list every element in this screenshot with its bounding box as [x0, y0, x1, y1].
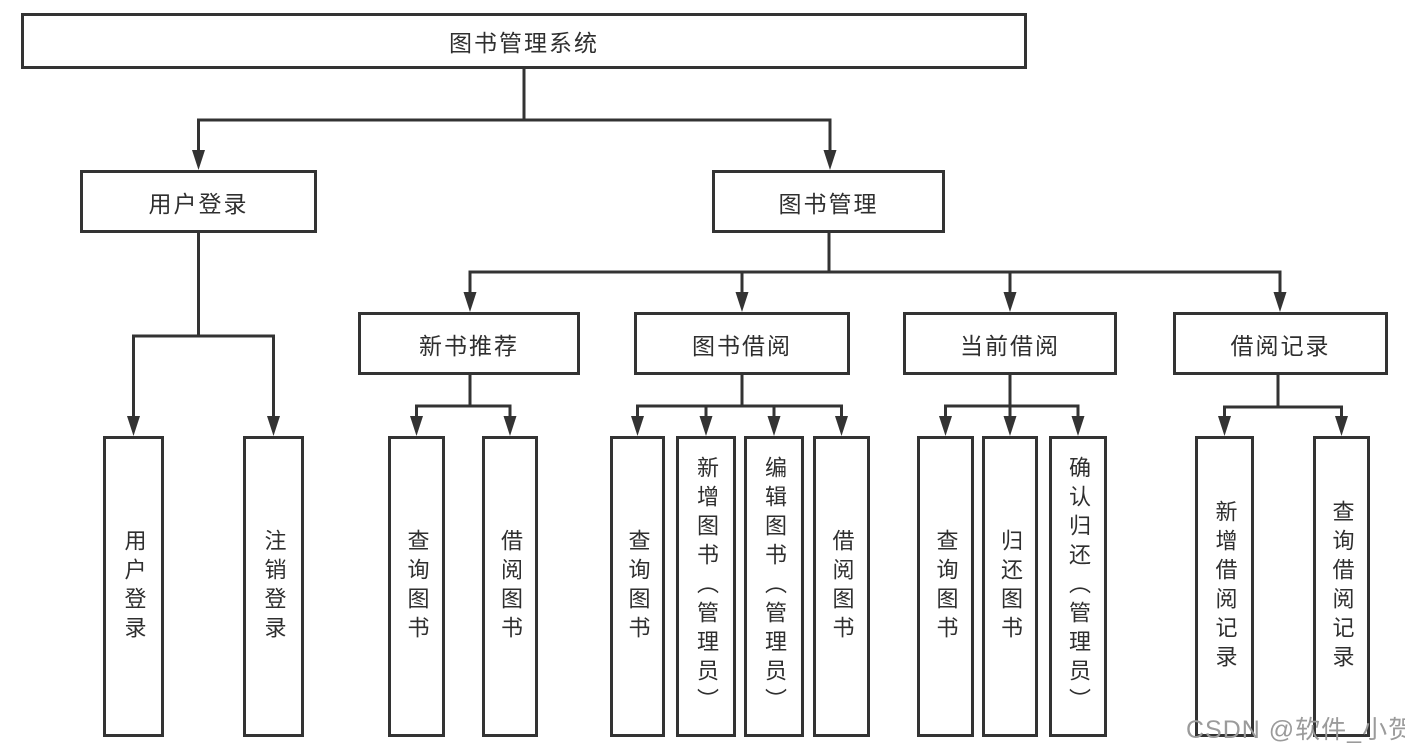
leaf-edit-book-admin: 编辑图书（管理员） — [744, 436, 804, 737]
leaf-edit-book-admin-label: 编辑图书（管理员） — [762, 456, 787, 717]
node-library-system: 图书管理系统 — [21, 13, 1027, 69]
node-new-book-recommend: 新书推荐 — [358, 312, 580, 375]
arrow-leaf-query-books-3 — [939, 416, 952, 436]
arrow-leaf-query-books-2 — [631, 416, 644, 436]
branch-level3 — [468, 270, 1282, 294]
branch-borrow-records — [1223, 405, 1343, 418]
csdn-watermark: CSDN @软件_小贺同学 — [1186, 716, 1405, 744]
branch-new-book — [415, 404, 512, 418]
node-book-management: 图书管理 — [712, 170, 945, 233]
leaf-user-login-label: 用户登录 — [121, 528, 147, 645]
leaf-add-book-admin-label: 新增图书（管理员） — [694, 456, 719, 717]
branch-user-login — [132, 334, 275, 418]
arrow-leaf-user-login — [127, 416, 140, 436]
node-borrow-records: 借阅记录 — [1173, 312, 1388, 375]
arrow-leaf-edit-book — [767, 416, 781, 436]
leaf-add-borrow-record: 新增借阅记录 — [1195, 436, 1254, 737]
node-user-login: 用户登录 — [80, 170, 317, 233]
arrow-leaf-borrow-books-2 — [835, 416, 848, 436]
arrow-book-management — [823, 150, 837, 170]
leaf-add-borrow-record-label: 新增借阅记录 — [1212, 499, 1238, 674]
branch-book-borrow — [636, 404, 843, 418]
leaf-query-books-2-label: 查询图书 — [625, 528, 651, 645]
arrowheads — [127, 150, 1348, 436]
arrow-user-login — [192, 150, 205, 170]
leaf-borrow-books-1: 借阅图书 — [482, 436, 538, 737]
arrow-book-borrow — [735, 292, 749, 312]
leaf-borrow-books-2: 借阅图书 — [813, 436, 870, 737]
branch-level2 — [197, 118, 832, 152]
leaf-query-books-1-label: 查询图书 — [404, 528, 430, 645]
leaf-query-borrow-record-label: 查询借阅记录 — [1329, 499, 1355, 674]
arrow-borrow-records — [1273, 292, 1287, 312]
node-book-borrow: 图书借阅 — [634, 312, 850, 375]
leaf-query-books-3: 查询图书 — [917, 436, 974, 737]
arrow-leaf-logout — [267, 416, 280, 436]
arrow-leaf-add-record — [1218, 416, 1231, 436]
leaf-confirm-return-admin: 确认归还（管理员） — [1049, 436, 1107, 737]
leaf-query-books-1: 查询图书 — [388, 436, 445, 737]
branch-current-borrow — [944, 404, 1080, 418]
arrow-leaf-confirm-return — [1071, 416, 1085, 436]
leaf-confirm-return-admin-label: 确认归还（管理员） — [1066, 456, 1091, 717]
arrow-leaf-query-record — [1335, 416, 1348, 436]
leaf-logout: 注销登录 — [243, 436, 304, 737]
leaf-add-book-admin: 新增图书（管理员） — [676, 436, 736, 737]
leaf-query-borrow-record: 查询借阅记录 — [1313, 436, 1370, 737]
node-current-borrow: 当前借阅 — [903, 312, 1117, 375]
arrow-leaf-query-books-1 — [410, 416, 423, 436]
leaf-return-book: 归还图书 — [982, 436, 1038, 737]
leaf-logout-label: 注销登录 — [261, 528, 287, 645]
leaf-borrow-books-2-label: 借阅图书 — [829, 528, 855, 645]
leaf-query-books-3-label: 查询图书 — [933, 528, 959, 645]
leaf-return-book-label: 归还图书 — [998, 528, 1023, 645]
arrow-current-borrow — [1003, 292, 1017, 312]
arrow-new-book — [463, 292, 477, 312]
arrow-leaf-return-book — [1003, 416, 1017, 436]
arrow-leaf-add-book — [699, 416, 713, 436]
leaf-query-books-2: 查询图书 — [610, 436, 665, 737]
leaf-user-login: 用户登录 — [103, 436, 164, 737]
leaf-borrow-books-1-label: 借阅图书 — [498, 528, 523, 645]
arrow-leaf-borrow-books-1 — [503, 416, 517, 436]
connector-lines — [132, 69, 1343, 418]
